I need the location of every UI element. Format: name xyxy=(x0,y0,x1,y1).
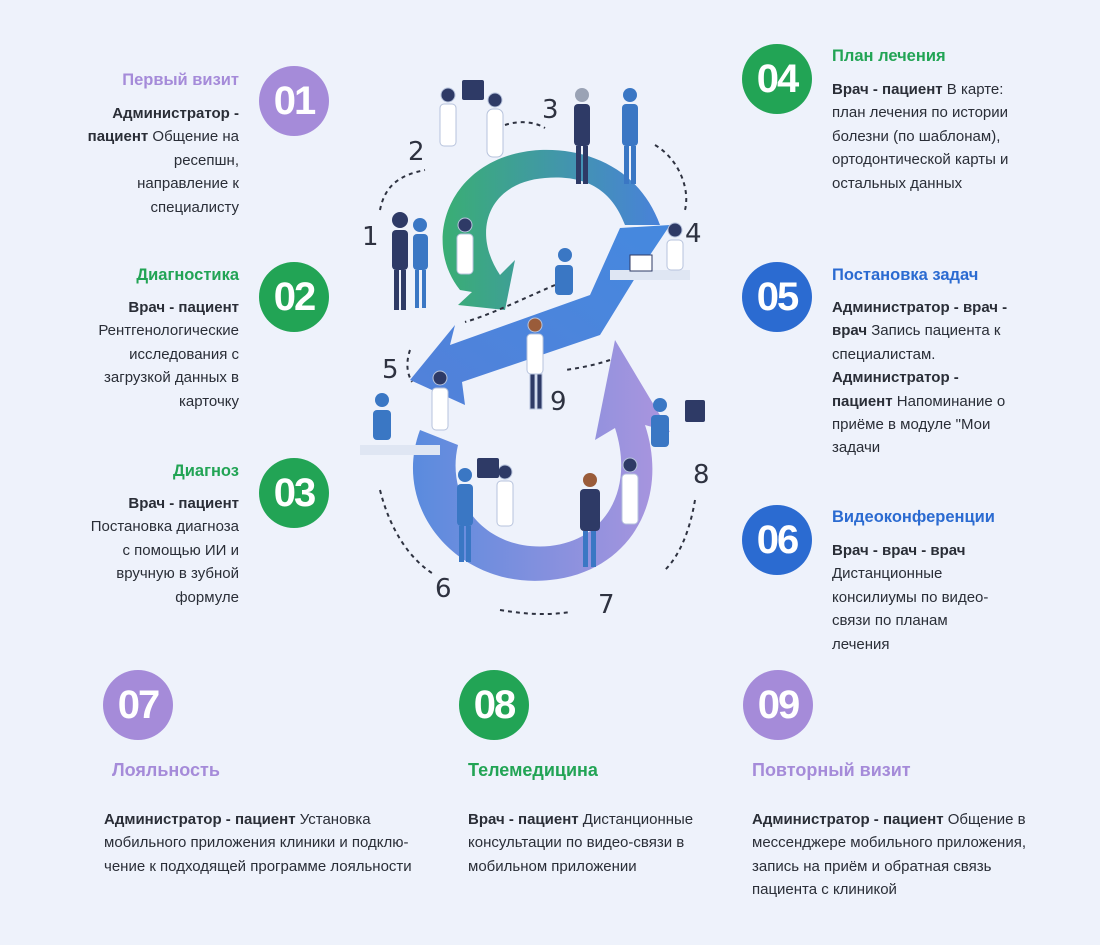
step-05-badge: 05 xyxy=(742,262,812,332)
step-05-text2: Напоминание о приёме в модуле "Мои задач… xyxy=(832,392,1006,457)
step-01-desc: Администратор - пациент Общение на ресеп… xyxy=(79,102,239,219)
bottom-loop-arrow xyxy=(412,340,670,581)
step-05-desc: Администратор - врач - врач Запись пацие… xyxy=(832,296,1022,460)
diagram-number-9: 9 xyxy=(550,387,567,417)
step-09-desc: Администратор - пациент Общение в мессен… xyxy=(752,808,1047,902)
step-04-title: План лечения xyxy=(832,47,946,65)
step-08-text: Дистанционные консультации по видео-связ… xyxy=(468,811,694,875)
step-06-title: Видеоконференции xyxy=(832,508,995,526)
step-06-role: Врач - врач - врач xyxy=(832,542,966,559)
step-05-title: Постановка задач xyxy=(832,266,979,284)
diagram-numbers: 1 2 3 4 5 6 7 8 9 xyxy=(362,95,710,620)
step-09-title: Повторный визит xyxy=(752,760,911,780)
step-04-role: Врач - пациент xyxy=(832,81,943,98)
step-02-badge: 02 xyxy=(259,262,329,332)
dashed-connectors xyxy=(379,121,696,616)
step-06-text: Дистанционные консилиумы по видео-связи … xyxy=(832,565,989,653)
people-figures xyxy=(360,80,705,567)
step-07-role: Администратор - пациент xyxy=(104,811,296,828)
step-06-desc: Врач - врач - врач Дистанционные консили… xyxy=(832,539,1002,656)
step-07-badge: 07 xyxy=(103,670,173,740)
step-01-title: Первый визит xyxy=(122,71,239,89)
step-03-desc: Врач - пациент Постановка диагноза с пом… xyxy=(89,492,239,609)
diagram-number-8: 8 xyxy=(693,460,710,490)
step-03-badge: 03 xyxy=(259,458,329,528)
step-08-title: Телемедицина xyxy=(468,760,598,780)
step-04-text: В карте: план лечения по истории болезни… xyxy=(832,81,1009,192)
step-07-text: Установка мобильного приложения клиники … xyxy=(104,811,412,875)
step-08-role: Врач - пациент xyxy=(468,811,579,828)
diagram-number-7: 7 xyxy=(598,590,615,620)
step-02-text: Рентгенологические исследования с загруз… xyxy=(98,322,239,410)
step-04-desc: Врач - пациент В карте: план лечения по … xyxy=(832,78,1017,195)
step-09-badge: 09 xyxy=(743,670,813,740)
diagram-number-2: 2 xyxy=(408,137,425,167)
step-05-role: Администратор - врач - врач xyxy=(832,299,1008,340)
step-04-badge: 04 xyxy=(742,44,812,114)
step-02-desc: Врач - пациент Рентгенологические исслед… xyxy=(79,296,239,413)
step-02-title: Диагностика xyxy=(136,266,239,284)
step-01-role: Администратор - пациент xyxy=(87,105,239,146)
step-08-badge: 08 xyxy=(459,670,529,740)
step-09-text: Общение в мессенджере мобильного приложе… xyxy=(752,811,1026,899)
diagram-number-4: 4 xyxy=(685,219,702,249)
workflow-cycle-illustration: 1 2 3 4 5 6 7 8 9 xyxy=(360,80,710,620)
step-05-role2: Администратор - пациент xyxy=(832,369,959,410)
middle-band-arrow xyxy=(410,225,670,405)
step-07-desc: Администратор - пациент Установка мобиль… xyxy=(104,808,434,878)
step-02-role: Врач - пациент xyxy=(128,299,239,316)
step-08-desc: Врач - пациент Дистанционные консультаци… xyxy=(468,808,713,878)
step-01-text: Общение на ресепшн, направление к специа… xyxy=(137,128,239,216)
step-03-role: Врач - пациент xyxy=(128,495,239,512)
diagram-number-6: 6 xyxy=(435,574,452,604)
step-03-text: Постановка диагноза с помощью ИИ и вручн… xyxy=(90,518,239,606)
step-01-badge: 01 xyxy=(259,66,329,136)
step-06-badge: 06 xyxy=(742,505,812,575)
step-05-text: Запись пациента к специалистам. xyxy=(832,322,1001,363)
diagram-number-5: 5 xyxy=(382,355,399,385)
step-07-title: Лояльность xyxy=(112,760,220,780)
top-arc-arrow xyxy=(442,149,660,310)
step-03-title: Диагноз xyxy=(173,462,239,480)
step-09-role: Администратор - пациент xyxy=(752,811,944,828)
diagram-number-1: 1 xyxy=(362,222,379,252)
diagram-number-3: 3 xyxy=(542,95,559,125)
